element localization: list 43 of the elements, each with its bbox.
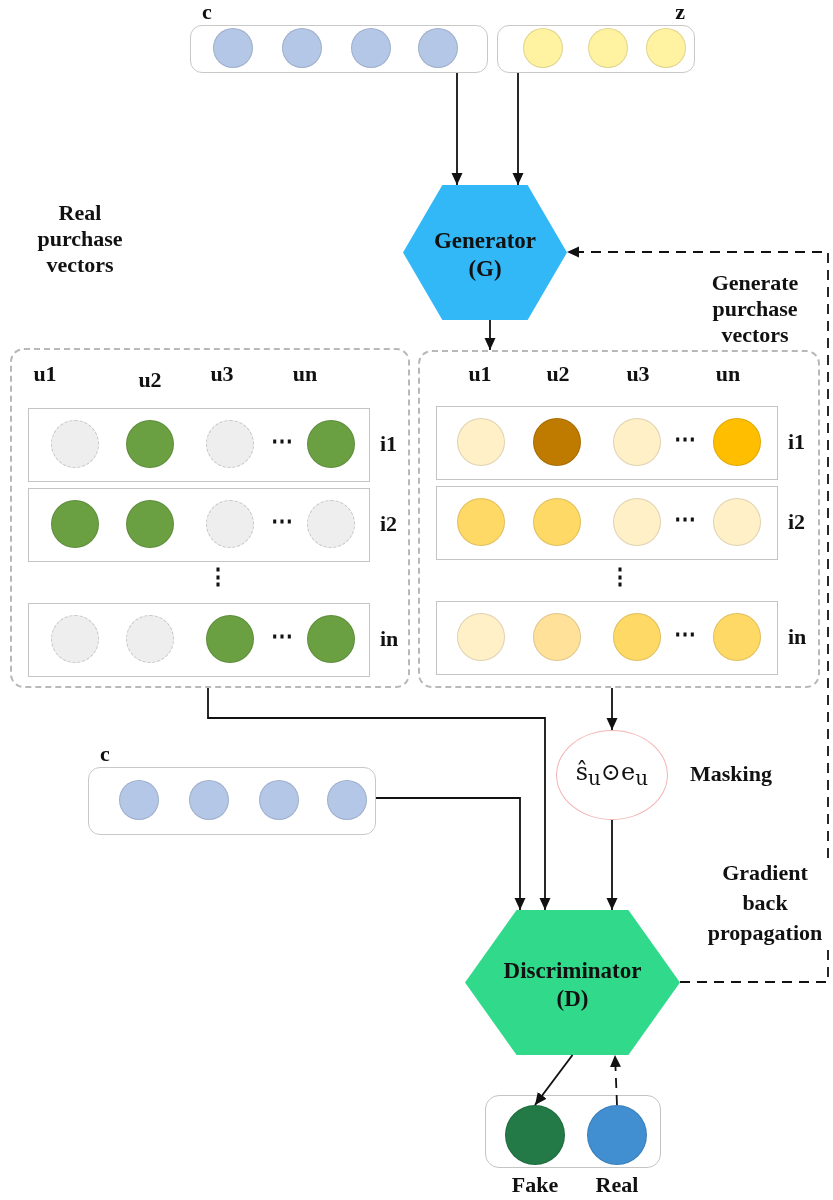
row-label: i1	[788, 430, 806, 454]
arrow	[451, 72, 463, 186]
vector-label: z	[675, 0, 685, 24]
ellipsis: ⋯	[674, 622, 696, 646]
column-label: u3	[210, 362, 234, 386]
row-label: i2	[380, 512, 398, 536]
column-label: ⋮	[207, 565, 229, 589]
ellipsis: ⋯	[271, 624, 293, 648]
arrow	[375, 797, 526, 911]
arrow	[512, 72, 524, 186]
node-label: Generator (G)	[432, 226, 538, 283]
dashed-arrow	[566, 246, 829, 983]
arrow	[207, 687, 551, 911]
node-label: Discriminator (D)	[502, 956, 643, 1013]
row-label: in	[380, 627, 399, 651]
arrow	[606, 819, 618, 911]
output-label: Real	[595, 1173, 639, 1197]
dashed-arrow	[610, 1054, 621, 1106]
panel-heading: Real purchase vectors	[36, 200, 124, 278]
ellipsis: ⋯	[674, 507, 696, 531]
column-label: u2	[138, 368, 162, 392]
column-label: ⋮	[609, 565, 631, 589]
column-label: un	[715, 362, 741, 386]
arrow	[606, 687, 618, 731]
column-label: u3	[626, 362, 650, 386]
ellipsis: ⋯	[271, 509, 293, 533]
vector-label: c	[202, 0, 212, 24]
row-label: in	[788, 625, 807, 649]
column-label: un	[292, 362, 318, 386]
ellipsis: ⋯	[674, 427, 696, 451]
ellipsis: ⋯	[271, 429, 293, 453]
arrow	[484, 319, 496, 351]
column-label: u2	[546, 362, 570, 386]
column-label: u1	[468, 362, 492, 386]
vector-label: c	[100, 742, 110, 766]
arrow	[534, 1054, 574, 1106]
panel-heading: Generate purchase vectors	[710, 270, 800, 348]
output-label: Fake	[511, 1173, 559, 1197]
column-label: u1	[33, 362, 57, 386]
row-label: i1	[380, 432, 398, 456]
formula: ŝ$_{u}$⊙e$_{u}$	[575, 759, 649, 791]
row-label: i2	[788, 510, 806, 534]
masking-label: Masking	[690, 762, 772, 786]
